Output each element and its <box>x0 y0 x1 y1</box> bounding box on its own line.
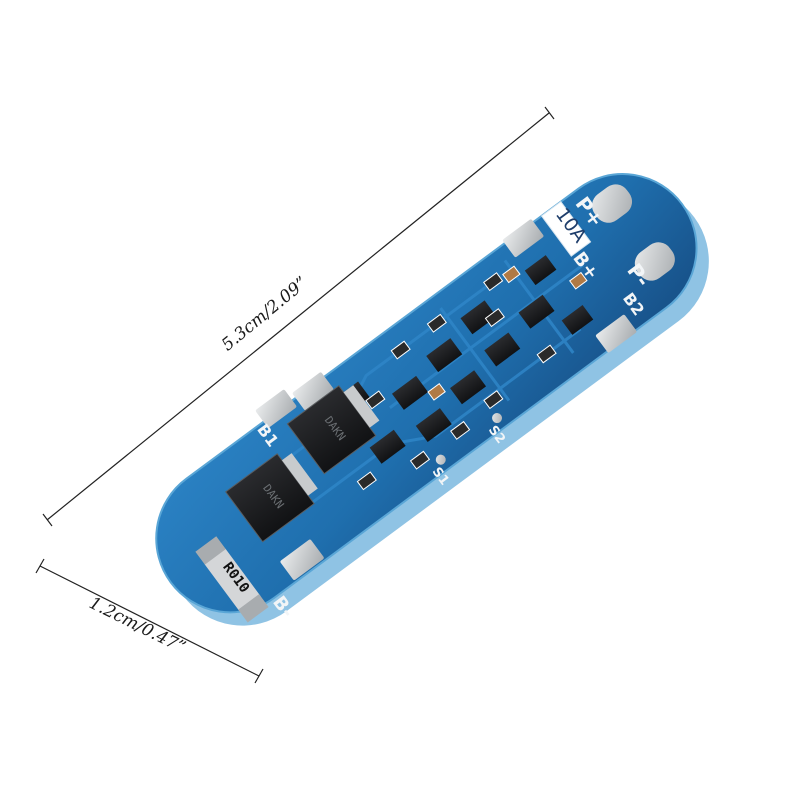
pcb-board: P+ P- 10A B+ B2 <box>155 173 709 626</box>
b2-pad <box>595 314 637 353</box>
length-dimension-tick-start <box>42 513 53 527</box>
shunt-resistor: R010 <box>195 536 269 623</box>
b1-pad <box>255 389 297 428</box>
p-minus-pad <box>634 242 675 281</box>
mosfet-1: DAKN <box>286 385 380 475</box>
b-minus-pad <box>280 539 324 580</box>
width-dimension-tick-end <box>254 668 264 684</box>
p-plus-pad <box>592 184 633 223</box>
length-dimension-line <box>46 112 550 521</box>
b-plus-pad <box>502 219 544 257</box>
s2-test-point <box>492 413 503 424</box>
smd-passives <box>315 265 588 491</box>
width-dimension-tick-start <box>35 558 45 574</box>
mosfet-2: DAKN <box>225 453 318 543</box>
width-label: 1.2cm/0.47” <box>86 593 189 658</box>
width-dimension-line <box>39 565 260 677</box>
s1-test-point <box>435 454 446 465</box>
b1-pad-top <box>292 372 334 411</box>
length-dimension-tick-end <box>544 106 555 120</box>
